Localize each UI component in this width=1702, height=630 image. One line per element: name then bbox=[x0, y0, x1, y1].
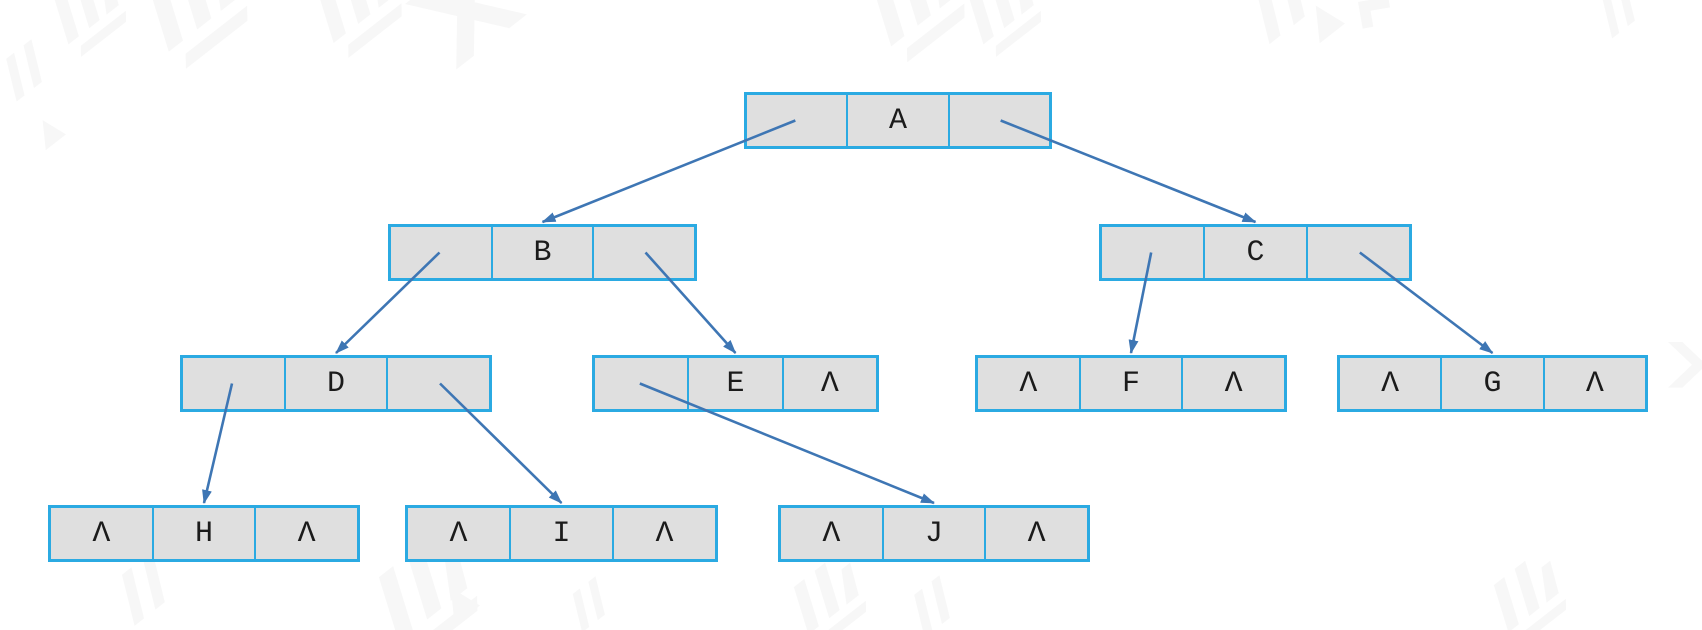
node-B-data-cell: B bbox=[493, 227, 595, 278]
node-A-right-pointer-cell bbox=[950, 95, 1049, 146]
node-C-right-pointer-cell bbox=[1308, 227, 1409, 278]
node-G-left-null-icon: Λ bbox=[1340, 358, 1443, 409]
node-A: A bbox=[744, 92, 1052, 149]
node-J-left-null-icon: Λ bbox=[781, 508, 884, 559]
node-G-right-null-icon: Λ bbox=[1585, 366, 1604, 401]
node-D-left-pointer-cell bbox=[183, 358, 286, 409]
node-E-right-null-icon: Λ bbox=[820, 366, 839, 401]
node-I-left-null-icon: Λ bbox=[408, 508, 511, 559]
node-B: B bbox=[388, 224, 697, 281]
node-H-right-null-icon: Λ bbox=[297, 516, 316, 551]
node-J-data-cell: J bbox=[884, 508, 987, 559]
node-F-data-cell: F bbox=[1081, 358, 1184, 409]
node-A-data-cell: A bbox=[848, 95, 950, 146]
node-E-data-cell: E bbox=[689, 358, 784, 409]
node-B-right-pointer-cell bbox=[594, 227, 694, 278]
node-B-left-pointer-cell bbox=[391, 227, 493, 278]
node-D-data-cell: D bbox=[286, 358, 389, 409]
node-F-left-null-icon: Λ bbox=[978, 358, 1081, 409]
node-G-data-cell: G bbox=[1442, 358, 1545, 409]
node-I-data-cell: I bbox=[511, 508, 614, 559]
node-C-data-cell: C bbox=[1205, 227, 1308, 278]
node-F-right-null-icon: Λ bbox=[1224, 366, 1243, 401]
node-D-right-pointer-cell bbox=[388, 358, 489, 409]
node-E-left-pointer-cell bbox=[595, 358, 690, 409]
node-I-right-null-icon: Λ bbox=[655, 516, 674, 551]
node-A-left-pointer-cell bbox=[747, 95, 849, 146]
node-H-left-null-icon: Λ bbox=[51, 508, 154, 559]
node-H-data-cell: H bbox=[154, 508, 257, 559]
node-C-left-pointer-cell bbox=[1102, 227, 1205, 278]
node-C: C bbox=[1099, 224, 1412, 281]
node-D: D bbox=[180, 355, 492, 412]
node-J-right-null-icon: Λ bbox=[1027, 516, 1046, 551]
